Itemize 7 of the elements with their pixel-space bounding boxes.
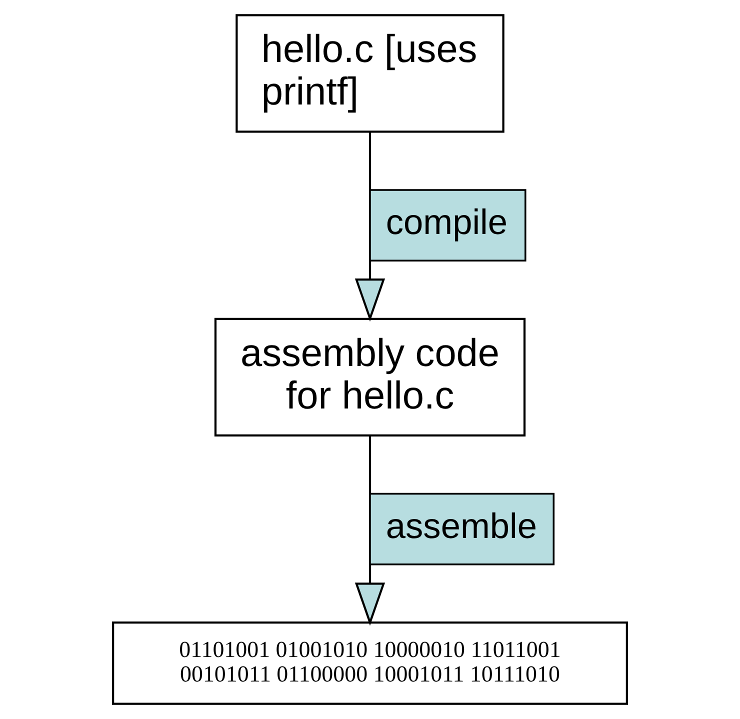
arrow — [354, 132, 386, 322]
node-box: assembly code for hello.c — [214, 318, 526, 436]
node-box: 01101001 01001010 10000010 11011001 00101011 01100000 10001011 10111010 — [112, 622, 628, 705]
node-box: hello.c [uses printf] — [236, 14, 504, 133]
edge-label: assemble — [386, 506, 537, 546]
edge-label: compile — [386, 203, 508, 242]
arrow — [354, 436, 386, 626]
